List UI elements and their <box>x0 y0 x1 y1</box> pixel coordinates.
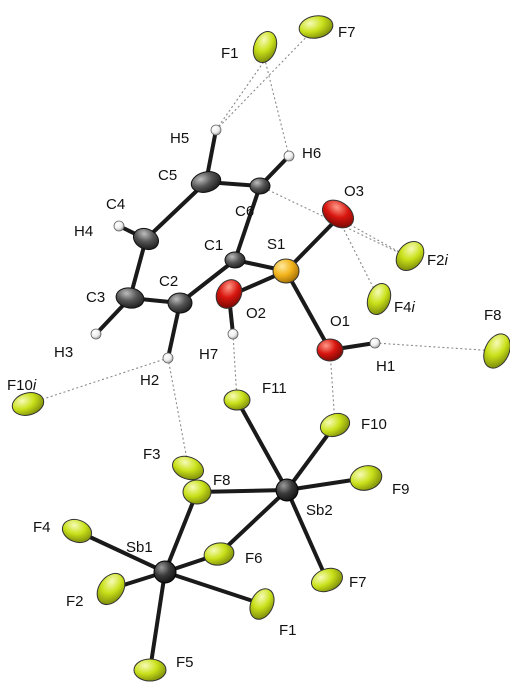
label-o2: O2 <box>246 305 266 322</box>
atom-f10i <box>11 392 45 416</box>
label-f10: F10 <box>361 416 387 433</box>
atom-sb1 <box>153 560 177 584</box>
label-f7: F7 <box>349 574 367 591</box>
label-f9: F9 <box>392 481 410 498</box>
bond-sb2-f8 <box>195 488 289 494</box>
bond-sb1-f8 <box>163 490 199 574</box>
atom-h4 <box>113 220 125 232</box>
atom-f10 <box>319 412 351 438</box>
bond-sb2-f7 <box>285 488 329 582</box>
atom-f11 <box>223 389 251 411</box>
bond-s1-o1 <box>284 269 332 352</box>
atom-o3 <box>321 199 355 229</box>
label-h5: H5 <box>170 130 189 147</box>
label-c3: C3 <box>86 289 105 306</box>
label-f1: F1 <box>279 622 297 639</box>
contact-h2-f10i <box>27 357 169 405</box>
atom-f6 <box>203 542 235 566</box>
label-c6: C6 <box>235 203 254 220</box>
bond-sb1-f1 <box>163 570 264 606</box>
atom-c6 <box>249 177 271 195</box>
atom-f4 <box>61 518 93 544</box>
contact-h6-f1 <box>264 59 290 157</box>
contact-h2-f3 <box>167 357 189 466</box>
label-f10i: F10i <box>7 377 37 394</box>
label-sb2: Sb2 <box>306 502 333 519</box>
atom-labels: F1 F7 H5 H6 C5 C4 C6 H4 O3 C1 S1 F2i C3 … <box>7 24 502 671</box>
atom-h3 <box>90 328 102 340</box>
label-f1-top: F1 <box>221 45 239 62</box>
atom-h2 <box>162 352 174 364</box>
atom-f1-top <box>252 31 278 63</box>
label-h7: H7 <box>199 346 218 363</box>
bond-c4-c5 <box>144 180 208 241</box>
label-h1: H1 <box>376 358 395 375</box>
atom-h1 <box>369 337 381 349</box>
atom-c5 <box>190 171 222 193</box>
atom-f2 <box>96 572 126 606</box>
label-f2: F2 <box>66 593 84 610</box>
atom-f8-right <box>483 333 510 369</box>
label-f5: F5 <box>176 654 194 671</box>
atom-f7-top <box>298 15 334 39</box>
label-sb1: Sb1 <box>126 539 153 556</box>
contact-lines <box>27 26 498 466</box>
bond-c1-c2 <box>178 258 237 305</box>
atom-c4 <box>132 227 160 251</box>
label-f8: F8 <box>213 472 231 489</box>
label-f7-top: F7 <box>338 24 356 41</box>
atom-f8 <box>182 479 212 505</box>
label-f2i: F2i <box>427 252 449 269</box>
atom-h5 <box>210 124 222 136</box>
contact-o3-f4i <box>337 217 380 300</box>
label-h2: H2 <box>140 372 159 389</box>
atom-c2 <box>167 292 193 314</box>
contact-o1-f10 <box>329 349 336 426</box>
atom-f7 <box>311 567 343 593</box>
contact-h5-f7 <box>215 26 317 131</box>
atom-f2i <box>395 241 425 271</box>
label-h4: H4 <box>74 223 93 240</box>
atom-h7 <box>227 328 239 340</box>
atom-f9 <box>349 465 383 491</box>
atom-h6 <box>283 150 295 162</box>
atom-sb2 <box>275 478 299 502</box>
label-c2: C2 <box>159 273 178 290</box>
atom-c3 <box>115 287 145 309</box>
atom-f3 <box>172 455 204 481</box>
atom-f5 <box>133 658 167 682</box>
contact-h1-f8 <box>374 342 498 352</box>
atoms <box>11 15 510 682</box>
atom-f1 <box>249 588 275 620</box>
bond-sb2-f11 <box>235 398 289 492</box>
label-c1: C1 <box>204 237 223 254</box>
atom-o1 <box>316 338 344 362</box>
contact-h5-f1 <box>215 59 266 131</box>
bond-c6-c1 <box>233 184 262 262</box>
contact-h7-f11 <box>232 333 238 401</box>
bond-sb1-f5 <box>148 570 167 672</box>
label-f8-right: F8 <box>484 307 502 324</box>
contact-c6-f2i <box>259 185 411 259</box>
bond-sb1-f4 <box>75 529 167 574</box>
atom-c1 <box>224 251 246 269</box>
label-o1: O1 <box>330 313 350 330</box>
label-f4: F4 <box>33 519 51 536</box>
label-f3: F3 <box>143 446 161 463</box>
bond-sb2-f6 <box>217 488 289 556</box>
label-s1: S1 <box>267 236 285 253</box>
atom-o2 <box>215 279 243 309</box>
label-o3: O3 <box>344 183 364 200</box>
label-h3: H3 <box>54 344 73 361</box>
label-h6: H6 <box>302 145 321 162</box>
atom-s1 <box>272 258 300 284</box>
label-f6: F6 <box>245 550 263 567</box>
label-c5: C5 <box>158 167 177 184</box>
label-f4i: F4i <box>394 299 416 316</box>
atom-f4i <box>366 283 392 315</box>
label-f11: F11 <box>262 380 287 397</box>
label-c4: C4 <box>106 196 125 213</box>
